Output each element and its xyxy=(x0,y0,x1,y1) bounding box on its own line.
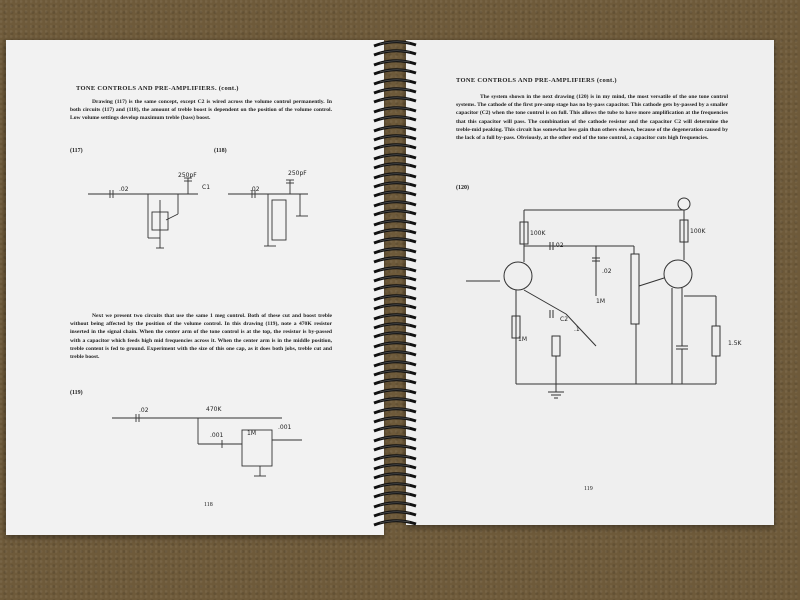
binding-coil xyxy=(373,397,417,405)
fig119-470k-label: 470K xyxy=(206,406,222,413)
figure-117-label: (117) xyxy=(70,148,83,154)
binding-coil xyxy=(373,519,417,527)
fig119-001-label: .001 xyxy=(210,432,224,439)
binding-coil xyxy=(373,312,417,320)
binding-coil xyxy=(373,143,417,151)
binding-coil xyxy=(373,181,417,189)
binding-coil xyxy=(373,124,417,132)
binding-coil xyxy=(373,256,417,264)
figure-118-label: (118) xyxy=(214,148,227,154)
fig117-250pf-label: 250pF xyxy=(178,172,197,179)
binding-coil xyxy=(373,294,417,302)
binding-coil xyxy=(373,49,417,57)
fig119-1m-label: 1M xyxy=(247,430,256,437)
binding-coil xyxy=(373,341,417,349)
fig120-1m-label: 1M xyxy=(596,298,605,305)
binding-coil xyxy=(373,359,417,367)
binding-coil xyxy=(373,40,417,48)
binding-coil xyxy=(373,68,417,76)
schematic-119 xyxy=(112,414,302,477)
fig119-out-label: .001 xyxy=(278,424,292,431)
binding-coil xyxy=(373,162,417,170)
binding-coil xyxy=(373,369,417,377)
fig117-cap-label: .02 xyxy=(119,186,129,193)
left-paragraph-1: Drawing (117) is the same concept, excep… xyxy=(70,99,332,122)
fig120-1-label: .1 xyxy=(574,326,580,333)
binding-coil xyxy=(373,209,417,217)
left-paragraph-2: Next we present two circuits that use th… xyxy=(70,313,332,361)
left-page-number: 118 xyxy=(204,502,213,508)
binding-coil xyxy=(373,200,417,208)
fig120-02-label: .02 xyxy=(602,268,612,275)
binding-coil xyxy=(373,453,417,461)
binding-coil xyxy=(373,106,417,114)
fig117-c1-label: C1 xyxy=(202,184,211,191)
binding-coil xyxy=(373,406,417,414)
binding-coil xyxy=(373,134,417,142)
schematic-120 xyxy=(466,197,721,399)
fig119-cap-label: .02 xyxy=(139,407,149,414)
binding-coil xyxy=(373,303,417,311)
binding-coil xyxy=(373,190,417,198)
binding-coil xyxy=(373,87,417,95)
schematic-117 xyxy=(88,177,198,249)
binding-coil xyxy=(373,491,417,499)
binding-coil xyxy=(373,482,417,490)
right-page-number: 119 xyxy=(584,486,593,492)
fig118-cap-label: .02 xyxy=(250,186,260,193)
binding-coil xyxy=(373,435,417,443)
binding-coil xyxy=(373,228,417,236)
binding-coil xyxy=(373,284,417,292)
fig120-coupling-cap-label: .02 xyxy=(554,242,564,249)
binding-coil xyxy=(373,265,417,273)
binding-coil xyxy=(373,218,417,226)
binding-coil xyxy=(373,510,417,518)
fig120-15k-label: 1.5K xyxy=(728,340,742,347)
binding-coil xyxy=(373,463,417,471)
binding-coil xyxy=(373,388,417,396)
binding-coil xyxy=(373,500,417,508)
figure-120-label: (120) xyxy=(456,185,469,191)
spiral-binding xyxy=(372,40,418,530)
right-page: TONE CONTROLS AND PRE-AMPLIFIERS (cont.)… xyxy=(406,40,774,525)
left-page-heading: TONE CONTROLS AND PRE-AMPLIFIERS. (cont.… xyxy=(76,85,239,92)
right-page-heading: TONE CONTROLS AND PRE-AMPLIFIERS (cont.) xyxy=(456,77,617,84)
fig120-grid-1m-label: 1M xyxy=(518,336,527,343)
binding-coil xyxy=(373,444,417,452)
binding-coil xyxy=(373,247,417,255)
left-page: TONE CONTROLS AND PRE-AMPLIFIERS. (cont.… xyxy=(6,40,384,535)
binding-coil xyxy=(373,96,417,104)
binding-coil xyxy=(373,322,417,330)
schematic-118 xyxy=(228,179,308,247)
fig120-c2-label: C2 xyxy=(560,316,569,323)
binding-coil xyxy=(373,416,417,424)
fig120-plate-100k-label: 100K xyxy=(690,228,706,235)
binding-coil xyxy=(373,115,417,123)
binding-coil xyxy=(373,171,417,179)
fig118-250pf-label: 250pF xyxy=(288,170,307,177)
fig120-100k-label: 100K xyxy=(530,230,546,237)
binding-coil xyxy=(373,275,417,283)
binding-coil xyxy=(373,425,417,433)
binding-coil xyxy=(373,153,417,161)
binding-coil xyxy=(373,237,417,245)
binding-coil xyxy=(373,77,417,85)
binding-coil xyxy=(373,472,417,480)
figure-119-label: (119) xyxy=(70,390,83,396)
right-paragraph-1: The system shown in the next drawing (12… xyxy=(456,94,728,142)
binding-coil xyxy=(373,59,417,67)
binding-coil xyxy=(373,350,417,358)
binding-coil xyxy=(373,378,417,386)
binding-coil xyxy=(373,331,417,339)
